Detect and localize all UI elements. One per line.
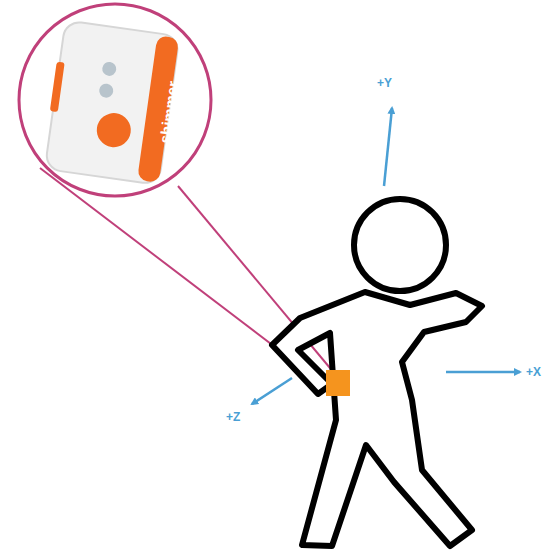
axis-arrow — [384, 108, 392, 186]
leader-line — [178, 186, 340, 380]
axis-label: +Z — [226, 410, 240, 424]
callout-circle — [19, 4, 211, 196]
sensor-device — [42, 20, 180, 185]
axis-label: +X — [526, 365, 541, 379]
axis-arrow — [252, 378, 292, 404]
axis-label: +Y — [377, 76, 392, 90]
walking-figure — [272, 292, 482, 546]
figure-head — [354, 199, 446, 291]
sensor-marker — [326, 370, 350, 396]
axis-arrow — [446, 371, 520, 374]
